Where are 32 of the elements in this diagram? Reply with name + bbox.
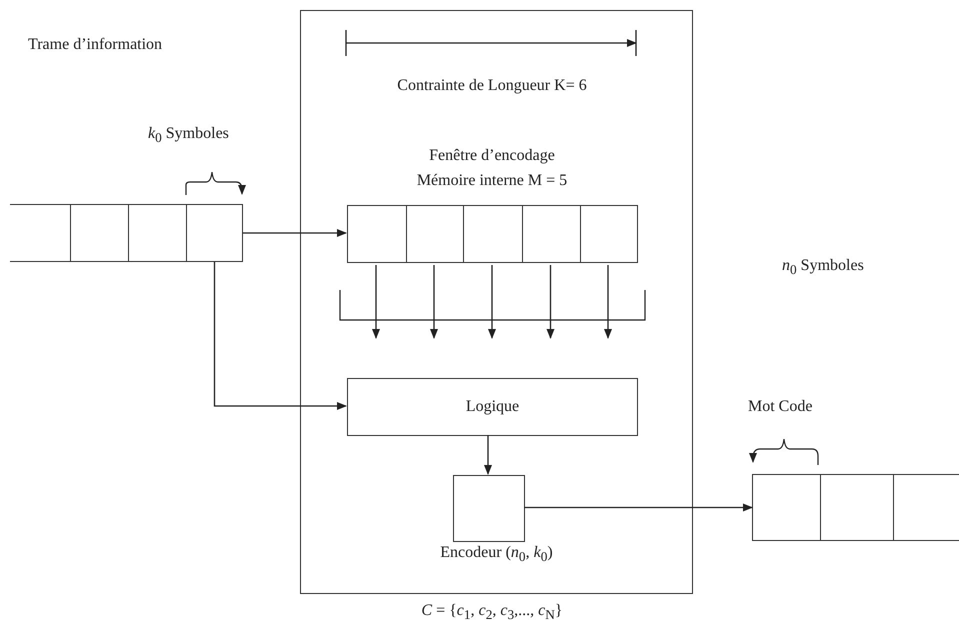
- register-cell: [752, 474, 821, 541]
- register-cell: [522, 205, 581, 263]
- register-cell: [186, 204, 243, 262]
- register-cell: [893, 474, 959, 541]
- register-cell: [70, 204, 129, 262]
- encoder-box: [300, 10, 693, 594]
- register-cell: [347, 205, 407, 263]
- label: Trame d’information: [28, 36, 162, 54]
- arrow: [488, 265, 496, 339]
- label: n$_{0}$ Symboles: [782, 257, 864, 278]
- label: k$_{0}$ Symboles: [148, 125, 229, 146]
- arrow: [243, 229, 347, 237]
- arrow: [214, 262, 347, 410]
- arrow: [604, 265, 612, 339]
- encoder-title: Encodeur (n$_{0}$, k$_{0}$): [439, 544, 554, 565]
- label: Contrainte de Longueur K= 6: [397, 77, 587, 95]
- register-cell: [10, 204, 71, 262]
- register-cell: [463, 205, 523, 263]
- arrow: [524, 504, 753, 512]
- arrow: [484, 435, 492, 475]
- label: Fenêtre d’encodage Mémoire interne M = 5: [416, 146, 568, 191]
- arrow: [546, 265, 554, 339]
- logic-box: Logique: [347, 378, 638, 436]
- register-cell: [580, 205, 638, 263]
- caption: C = {c$_{1}$, c$_{2}$, c$_{3}$,..., c$_{N}$}: [421, 602, 563, 624]
- arrow: [372, 265, 380, 339]
- label: Mot Code: [748, 398, 812, 416]
- arrow: [430, 265, 438, 339]
- register-cell: [820, 474, 894, 541]
- register-cell: [453, 475, 525, 542]
- register-cell: [128, 204, 187, 262]
- register-cell: [406, 205, 464, 263]
